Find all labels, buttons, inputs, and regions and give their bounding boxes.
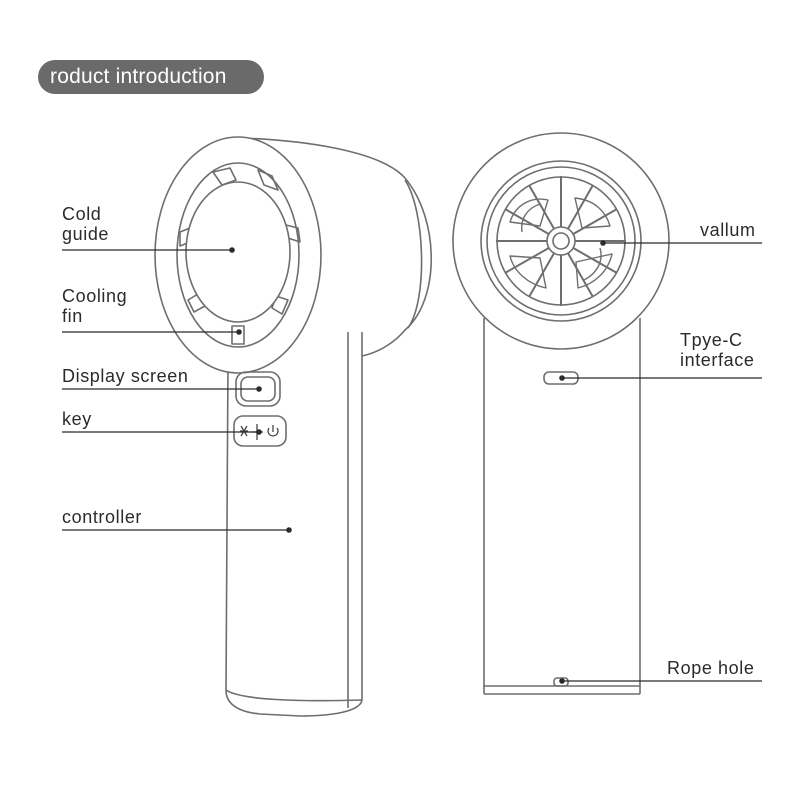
right-fan-handle xyxy=(483,318,641,687)
right-fan-hub xyxy=(546,226,576,256)
right-fan-ring-inner xyxy=(486,166,636,316)
snowflake-icon xyxy=(240,425,248,437)
left-fan-key-panel xyxy=(233,415,287,447)
left-fan-cold-guide xyxy=(185,181,291,323)
label-type-c-line-2: interface xyxy=(680,350,755,370)
label-vallum: vallum xyxy=(700,220,756,240)
label-display-screen: Display screen xyxy=(62,366,189,386)
left-fan-barrel xyxy=(239,137,433,357)
leader-rope-hole xyxy=(559,678,762,684)
right-fan-blades xyxy=(509,197,613,289)
left-fan-fin xyxy=(212,167,237,186)
right-fan-hub-inner xyxy=(552,232,570,250)
label-key: key xyxy=(62,409,92,429)
section-title: roduct introduction xyxy=(38,60,264,94)
leader-cooling-fin xyxy=(62,329,242,335)
left-fan-fin xyxy=(257,169,279,191)
label-type-c: Tpye-C interface xyxy=(680,330,754,370)
leader-cold-guide xyxy=(62,247,235,253)
leader-vallum xyxy=(600,240,762,246)
left-fan xyxy=(154,136,433,717)
label-controller: controller xyxy=(62,507,143,527)
right-fan-rope-hole xyxy=(553,677,569,687)
label-cold-guide-line-2: guide xyxy=(62,224,110,244)
label-cooling-fin-line-1: Cooling xyxy=(62,286,128,306)
leader-key xyxy=(62,429,262,435)
leader-display-screen xyxy=(62,386,262,392)
right-fan-ring xyxy=(480,160,642,322)
label-cooling-fin: Cooling fin xyxy=(62,286,127,326)
left-fan-fin xyxy=(231,325,245,345)
left-fan-handle xyxy=(225,332,363,717)
leader-type-c xyxy=(559,375,762,381)
power-icon xyxy=(267,425,279,437)
label-cold-guide: Cold guide xyxy=(62,204,109,244)
label-type-c-line-1: Tpye-C xyxy=(680,330,743,350)
left-fan-barrel-inner xyxy=(404,179,423,329)
label-rope-hole: Rope hole xyxy=(667,658,755,678)
left-fan-handle-edge xyxy=(225,689,363,702)
right-fan-handle-base xyxy=(483,686,641,694)
right-fan xyxy=(452,132,670,695)
label-cooling-fin-line-2: fin xyxy=(62,306,83,326)
label-cold-guide-line-1: Cold xyxy=(62,204,102,224)
left-fan-front-ring-inner xyxy=(176,162,300,348)
leader-controller xyxy=(62,527,292,533)
